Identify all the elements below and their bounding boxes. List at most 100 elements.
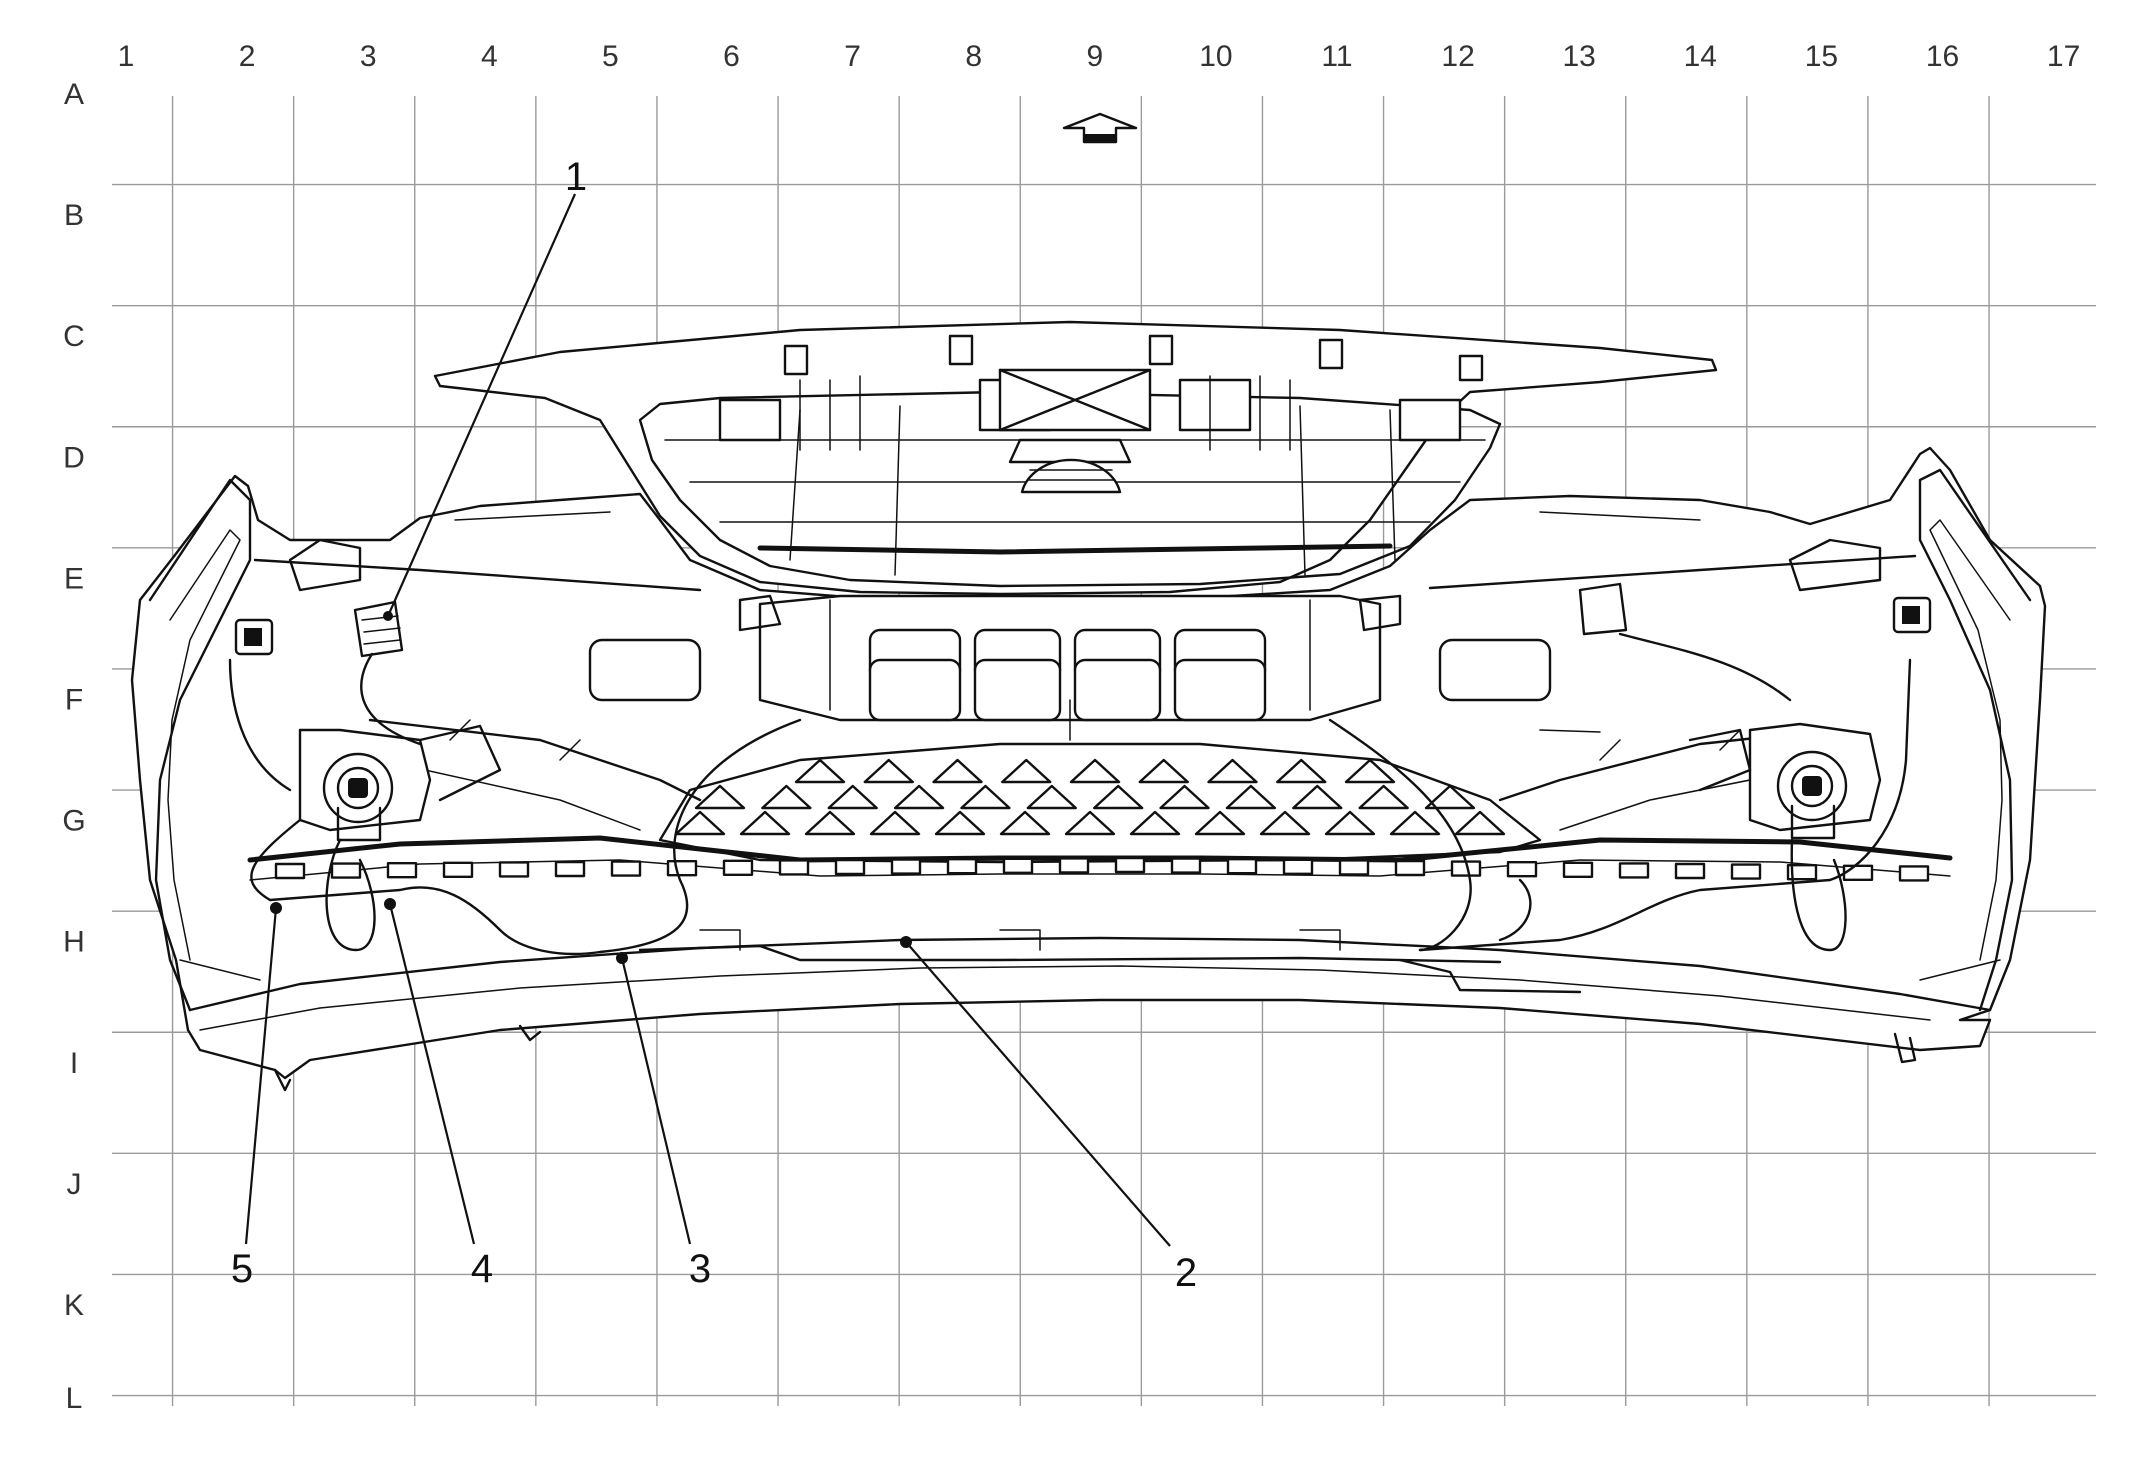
retaining-clip [330,862,362,879]
retaining-clip [554,860,586,878]
left-upper-connector [353,600,404,658]
retaining-clip [1058,857,1090,874]
grille-mesh-cell [999,810,1051,836]
callout-leaders [244,193,1171,1247]
retaining-clip [274,862,306,880]
retaining-clip [1114,856,1146,874]
row-header: K [64,1289,84,1322]
callout-1: 1 [565,155,587,199]
grille-mount-brackets [718,334,1484,451]
callout-2: 2 [1175,1251,1197,1295]
column-header: 5 [602,40,619,73]
retaining-clip [666,860,698,877]
callout-3: 3 [689,1247,711,1291]
row-header: I [70,1047,78,1080]
row-header: J [67,1168,82,1201]
retaining-clip [442,861,474,878]
grille-mesh-cell [960,784,1011,810]
retaining-clip [1282,858,1314,875]
row-header: E [64,562,84,595]
leader-2 [905,941,1171,1247]
retaining-clip [1674,862,1706,880]
retaining-clip [1002,857,1034,874]
retaining-clip [1842,864,1874,881]
grille-mesh-cell [1026,784,1078,810]
column-header: 11 [1321,40,1352,73]
retaining-clip [386,862,418,879]
left-fog-lamp [298,724,502,842]
grille-mesh-cell [1292,784,1343,810]
row-header: A [64,78,84,111]
grille-mesh-cell [1276,758,1327,784]
column-header: 13 [1563,40,1596,73]
grille-mesh-cell [1129,810,1181,836]
retaining-clip [1618,862,1650,879]
grille-mesh-cell [1001,758,1052,784]
leader-5 [244,907,278,1245]
row-header: H [63,926,85,959]
grille-mesh-cell [1159,784,1210,810]
retaining-clip [498,861,530,878]
column-header: 3 [360,40,377,73]
grille-mesh-cell [804,810,856,836]
emblem-mount [1008,438,1132,494]
row-header: G [62,805,85,838]
leader-1 [386,193,577,617]
lower-grille-mesh [658,742,1542,864]
grille-mesh-cell [934,810,986,836]
grille-mesh-cell [1225,784,1277,810]
retaining-clip [890,858,922,875]
retaining-clip [1338,859,1370,876]
left-side-wing [148,478,252,1012]
column-header: 15 [1805,40,1838,73]
right-fog-lamp [1688,722,1882,840]
column-header: 6 [723,40,740,73]
retaining-clip [1898,865,1930,882]
grille-mesh-cell [1454,810,1506,836]
central-crossmember [588,594,1552,741]
grille-mesh-cell [1069,758,1121,784]
column-header: 4 [481,40,498,73]
retaining-clip [1786,864,1818,881]
row-header: D [63,441,85,474]
retaining-clip [610,860,642,877]
callout-4: 4 [471,1247,493,1291]
column-header: 14 [1684,40,1717,73]
column-header: 9 [1086,40,1103,73]
row-header: F [65,684,83,717]
left-side-connector [234,618,274,656]
leader-4 [388,903,476,1245]
lower-valance [188,936,1992,1012]
grille-mesh-cell [1259,810,1311,836]
column-header: 17 [2047,40,2080,73]
column-header: 8 [965,40,982,73]
grille-mesh-cell [1344,758,1396,784]
column-header: 12 [1441,40,1474,73]
row-header: C [63,320,85,353]
right-side-wing [1918,468,2032,1012]
callout-labels: 1 2 3 4 5 [231,155,1197,1295]
leader-3 [620,957,692,1245]
right-upper-connector [1578,582,1628,636]
column-header: 7 [844,40,861,73]
grille-mesh-cell [739,810,791,836]
grille-mesh-cell [893,784,945,810]
retaining-clip [1730,863,1762,880]
retaining-clip [1170,857,1202,874]
grille-mesh-cell [827,784,878,810]
retaining-clip [946,858,978,875]
front-bumper-illustration [130,320,2047,1092]
grille-mesh-cell [1138,758,1189,784]
column-header: 16 [1926,40,1959,73]
retaining-clip [1562,861,1594,878]
wiring-harness [228,632,1912,956]
right-side-connector [1892,596,1932,634]
row-header: L [66,1382,83,1415]
column-header: 1 [118,40,135,73]
grille-mesh-cell [1092,784,1144,810]
retaining-clip [1506,861,1538,878]
retaining-clip [778,859,810,876]
